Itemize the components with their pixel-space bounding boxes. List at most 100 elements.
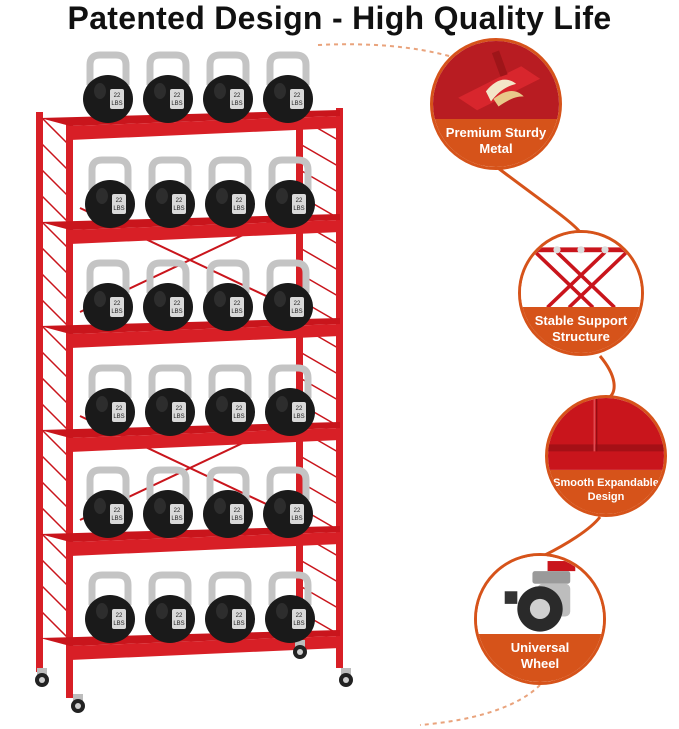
kettlebell-body — [265, 595, 315, 643]
kettlebell-handle — [268, 571, 312, 605]
kettlebell-highlight — [276, 396, 288, 412]
kettlebell-body — [143, 490, 193, 538]
weight-number: 22 — [236, 613, 243, 619]
kettlebell-highlight — [154, 83, 166, 99]
kettlebell-highlight — [94, 291, 106, 307]
kettlebell-handle — [208, 364, 252, 398]
caster-hub — [297, 649, 303, 655]
kettlebell-body — [263, 490, 313, 538]
post — [296, 112, 303, 652]
kettlebell-body — [143, 75, 193, 123]
kettlebell-highlight — [214, 498, 226, 514]
weight-tag — [110, 504, 124, 524]
weight-tag — [112, 194, 126, 214]
weight-unit: LBS — [231, 309, 242, 315]
kettlebell-body — [265, 180, 315, 228]
side-brace — [41, 221, 69, 249]
kettlebell-body — [263, 283, 313, 331]
weight-unit: LBS — [173, 621, 184, 627]
post — [336, 108, 343, 668]
connector-arcs — [317, 43, 616, 726]
expandable-panel-icon — [548, 398, 664, 470]
kettlebell-highlight — [274, 83, 286, 99]
weight-number: 22 — [294, 301, 301, 307]
weight-unit: LBS — [233, 621, 244, 627]
weight-unit: LBS — [291, 101, 302, 107]
side-brace — [299, 247, 339, 271]
weight-number: 22 — [236, 198, 243, 204]
weight-tag — [292, 402, 306, 422]
weight-number: 22 — [294, 508, 301, 514]
kettlebell-body — [205, 388, 255, 436]
weight-number: 22 — [296, 198, 303, 204]
shelf-front — [70, 532, 340, 556]
side-brace — [41, 481, 69, 509]
kettlebell-handle — [146, 466, 190, 500]
kettlebell-handle — [146, 259, 190, 293]
weight-tag — [110, 89, 124, 109]
shelf-front — [70, 116, 340, 140]
kettlebell-handle — [266, 51, 310, 85]
kettlebell-highlight — [94, 498, 106, 514]
weight-tag — [112, 402, 126, 422]
weight-number: 22 — [114, 93, 121, 99]
kettlebell-highlight — [96, 188, 108, 204]
weight-number: 22 — [174, 93, 181, 99]
kettlebell-body — [203, 75, 253, 123]
weight-unit: LBS — [293, 206, 304, 212]
kettlebell-highlight — [216, 188, 228, 204]
weight-number: 22 — [116, 613, 123, 619]
weight-unit: LBS — [173, 414, 184, 420]
weight-unit: LBS — [113, 414, 124, 420]
side-brace — [41, 507, 69, 535]
side-brace — [41, 169, 69, 197]
kettlebell-body — [85, 180, 135, 228]
x-brace-icon — [521, 233, 641, 308]
kettlebell-body — [145, 595, 195, 643]
weight-tag — [172, 402, 186, 422]
weight-tag — [170, 504, 184, 524]
weight-tag — [290, 89, 304, 109]
kettlebell-highlight — [96, 396, 108, 412]
caster-wheel-icon — [477, 556, 603, 635]
kettlebell-handle — [208, 156, 252, 190]
kettlebell-highlight — [156, 396, 168, 412]
kettlebell-highlight — [154, 498, 166, 514]
side-brace — [41, 377, 69, 405]
weight-tag — [170, 297, 184, 317]
kettlebell-highlight — [94, 83, 106, 99]
post — [66, 118, 73, 698]
weight-tag — [170, 89, 184, 109]
side-brace — [41, 429, 69, 457]
rack-frame — [35, 108, 353, 713]
side-brace — [299, 455, 339, 479]
side-brace — [41, 143, 69, 171]
weight-tag — [110, 297, 124, 317]
weight-unit: LBS — [291, 309, 302, 315]
weight-tag — [290, 504, 304, 524]
side-brace — [41, 325, 69, 353]
kettlebell-handle — [148, 571, 192, 605]
sheet-metal-icon — [433, 41, 559, 120]
weight-unit: LBS — [291, 516, 302, 522]
side-brace — [41, 455, 69, 483]
kettlebell-body — [265, 388, 315, 436]
kettlebell-handle — [208, 571, 252, 605]
kettlebell-highlight — [214, 83, 226, 99]
side-brace — [41, 299, 69, 327]
side-brace — [41, 611, 69, 639]
kettlebell-body — [83, 75, 133, 123]
kettlebell-highlight — [156, 603, 168, 619]
kettlebell-highlight — [274, 291, 286, 307]
caster-hub — [39, 677, 45, 683]
